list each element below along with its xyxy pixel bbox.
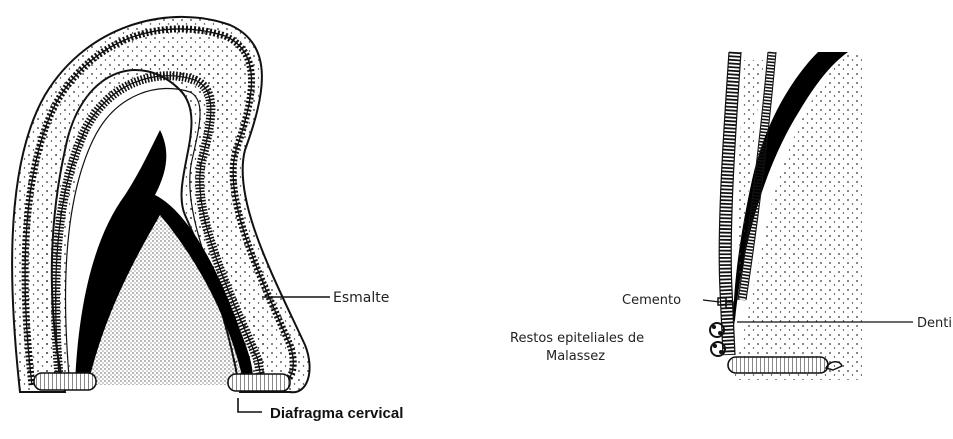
- diafragma-leader: [238, 398, 262, 412]
- tooth-crown-figure: Esmalte Diafragma cervical: [12, 17, 403, 422]
- label-esmalte: Esmalte: [333, 290, 389, 306]
- cervical-loop-right: [228, 374, 290, 391]
- label-restos-line2: Malassez: [546, 349, 605, 364]
- label-restos-line1: Restos epiteliales de: [510, 331, 644, 346]
- label-cemento: Cemento: [622, 293, 681, 308]
- label-diafragma-cervical: Diafragma cervical: [270, 405, 403, 422]
- cervical-loop-left: [34, 373, 96, 390]
- root-detail-figure: Cemento Dentina Restos epiteliales de Ma…: [510, 52, 953, 380]
- label-dentina: Dentina: [917, 316, 953, 331]
- root-cervical-loop: [728, 357, 828, 373]
